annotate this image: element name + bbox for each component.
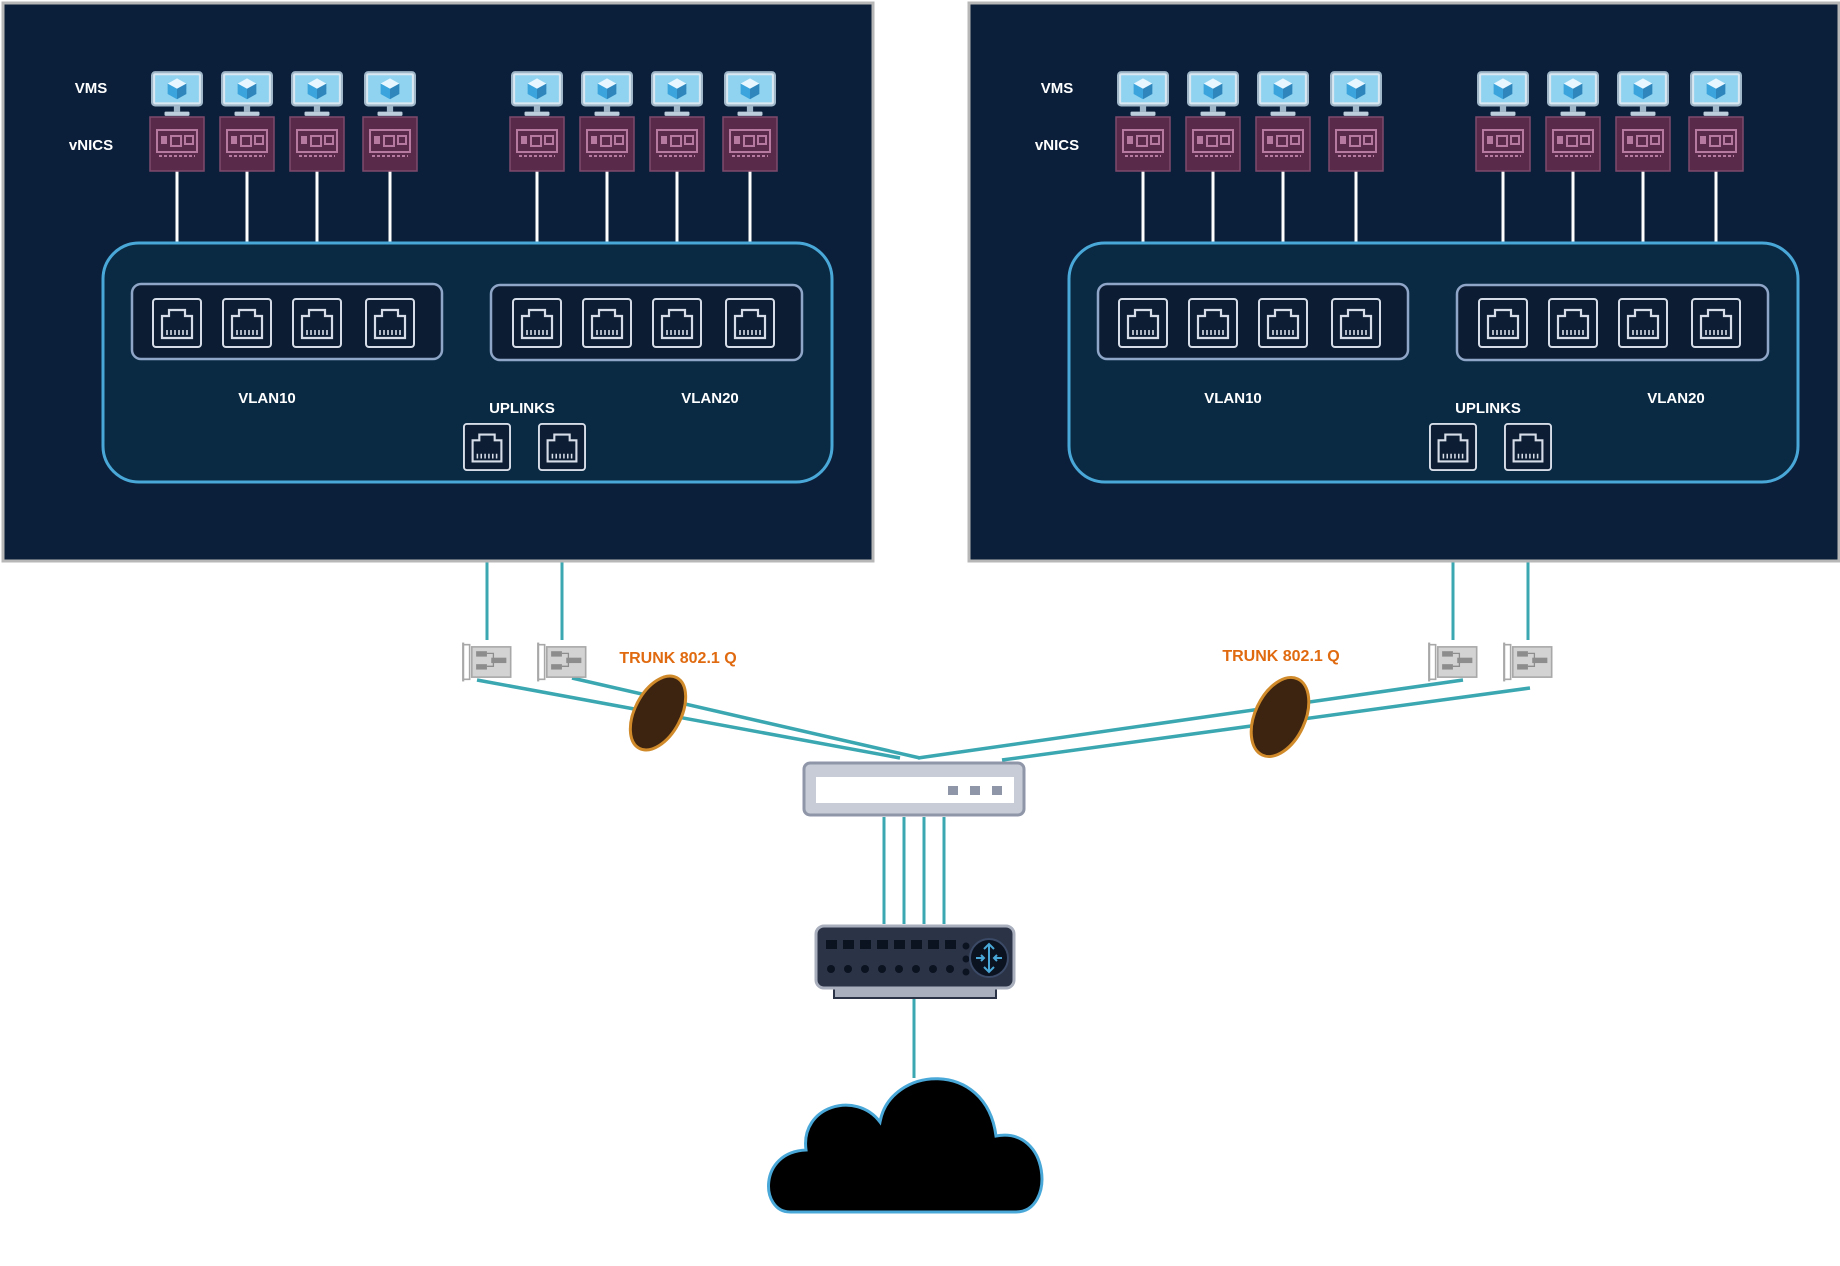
ethernet-port-icon	[1118, 298, 1168, 348]
network-card-icon	[219, 116, 275, 172]
router-led	[827, 965, 835, 973]
router-led	[844, 965, 852, 973]
router-port	[826, 940, 837, 949]
vms-label: VMS	[1041, 80, 1074, 97]
network-card-icon	[289, 116, 345, 172]
portgroup-vlan10	[1096, 282, 1410, 361]
trunk-bundle-right	[1249, 675, 1311, 759]
network-card-icon	[722, 116, 778, 172]
portgroup-vlan20	[1455, 283, 1770, 362]
vnics-label: vNICS	[69, 137, 113, 154]
router-dot	[962, 942, 970, 950]
network-card-icon	[362, 116, 418, 172]
switch-led	[992, 786, 1002, 795]
router-led	[946, 965, 954, 973]
router-dot	[962, 968, 970, 976]
physical-nic-icon	[462, 641, 512, 683]
network-card-icon	[579, 116, 635, 172]
router-led	[861, 965, 869, 973]
network-card-icon	[649, 116, 705, 172]
trunk-cable	[476, 678, 901, 760]
ethernet-port-icon	[1188, 298, 1238, 348]
vlan10-label: VLAN10	[1204, 390, 1262, 407]
switch-panel	[816, 777, 1014, 803]
ethernet-port-icon	[652, 298, 702, 348]
ethernet-port-icon	[1478, 298, 1528, 348]
router-port	[911, 940, 922, 949]
router-led	[878, 965, 886, 973]
physical-nic-icon	[1428, 641, 1478, 683]
trunk-cable	[917, 678, 1464, 760]
router-port	[860, 940, 871, 949]
trunk-bundle-left	[628, 674, 688, 752]
network-card-icon	[509, 116, 565, 172]
router-port	[877, 940, 888, 949]
cloud-icon	[767, 1077, 1044, 1214]
vlan20-label: VLAN20	[681, 390, 739, 407]
trunk-cable	[571, 676, 921, 760]
ethernet-port-icon	[1548, 298, 1598, 348]
trunk-label-right: TRUNK 802.1 Q	[1222, 648, 1339, 665]
network-card-icon	[1185, 116, 1241, 172]
ethernet-port-icon	[152, 298, 202, 348]
ethernet-port-icon	[222, 298, 272, 348]
ethernet-port-icon	[1691, 298, 1741, 348]
network-card-icon	[1615, 116, 1671, 172]
network-card-icon	[1255, 116, 1311, 172]
router-port	[894, 940, 905, 949]
network-card-icon	[1688, 116, 1744, 172]
trunk-label-left: TRUNK 802.1 Q	[619, 650, 736, 667]
router-dot	[962, 955, 970, 963]
router-led	[895, 965, 903, 973]
vms-label: VMS	[75, 80, 108, 97]
ethernet-port-icon	[365, 298, 415, 348]
vlan20-label: VLAN20	[1647, 390, 1705, 407]
ethernet-port-icon	[1331, 298, 1381, 348]
uplink-port-icon	[538, 423, 586, 471]
router-arrows	[976, 942, 1002, 974]
ethernet-port-icon	[725, 298, 775, 348]
physical-nic-icon	[1503, 641, 1553, 683]
ethernet-port-icon	[1618, 298, 1668, 348]
vnics-label: vNICS	[1035, 137, 1079, 154]
network-layer: TRUNK 802.1 Q TRUNK 802.1 Q	[462, 641, 1553, 1214]
ethernet-port-icon	[512, 298, 562, 348]
uplink-port-icon	[1504, 423, 1552, 471]
network-card-icon	[1475, 116, 1531, 172]
network-switch-icon	[802, 761, 1026, 817]
ethernet-port-icon	[582, 298, 632, 348]
uplinks-label: UPLINKS	[489, 400, 555, 417]
uplinks-label: UPLINKS	[1455, 400, 1521, 417]
ethernet-port-icon	[292, 298, 342, 348]
switch-led	[948, 786, 958, 795]
ethernet-port-icon	[1258, 298, 1308, 348]
vlan10-label: VLAN10	[238, 390, 296, 407]
uplink-port-icon	[463, 423, 511, 471]
network-card-icon	[149, 116, 205, 172]
network-card-icon	[1115, 116, 1171, 172]
physical-nic-icon	[537, 641, 587, 683]
switch-led	[970, 786, 980, 795]
network-card-icon	[1328, 116, 1384, 172]
router-led	[929, 965, 937, 973]
router-port	[945, 940, 956, 949]
router-led	[912, 965, 920, 973]
network-card-icon	[1545, 116, 1601, 172]
portgroup-vlan20	[489, 283, 804, 362]
router-icon	[814, 924, 1016, 999]
router-port	[843, 940, 854, 949]
router-port	[928, 940, 939, 949]
portgroup-vlan10	[130, 282, 444, 361]
uplink-port-icon	[1429, 423, 1477, 471]
links-layer	[476, 471, 1531, 1078]
